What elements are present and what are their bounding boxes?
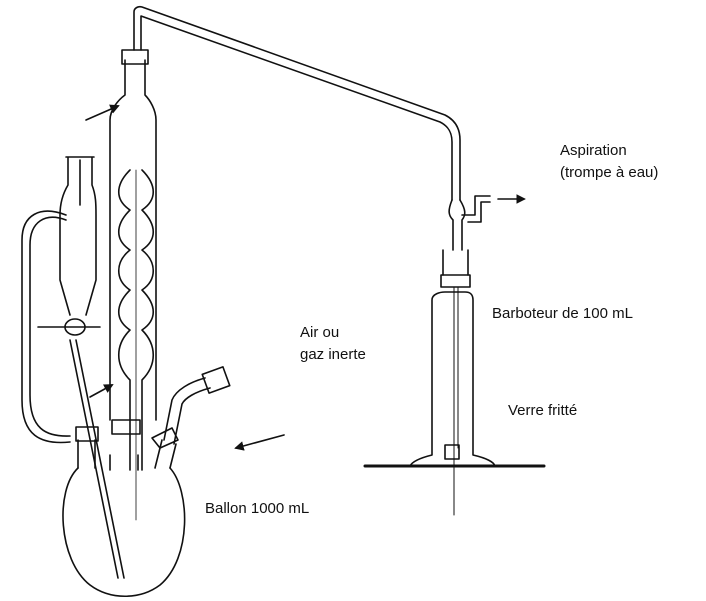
gas-bubbler	[363, 194, 546, 516]
flask-label: Ballon 1000 mL	[205, 500, 310, 517]
bulb-condenser	[109, 49, 157, 521]
water-inlet-arrow	[89, 384, 114, 398]
transfer-tube	[133, 5, 461, 201]
aspiration-label: Aspiration	[560, 142, 627, 159]
fritted-glass-disk	[444, 444, 460, 460]
fritted-glass-label: Verre fritté	[508, 402, 578, 419]
dropping-funnel	[21, 156, 125, 579]
aspiration-detail-label: (trompe à eau)	[560, 164, 659, 181]
round-bottom-flask	[62, 419, 186, 597]
bubbler-label: Barboteur de 100 mL	[492, 305, 633, 322]
gas-inlet-tube	[163, 366, 285, 451]
gas-inlet-label-1: Air ou	[300, 324, 340, 341]
water-outlet-arrow	[85, 104, 120, 121]
gas-inlet-arrow	[234, 434, 285, 451]
gas-inlet-label-2: gaz inerte	[300, 346, 366, 363]
